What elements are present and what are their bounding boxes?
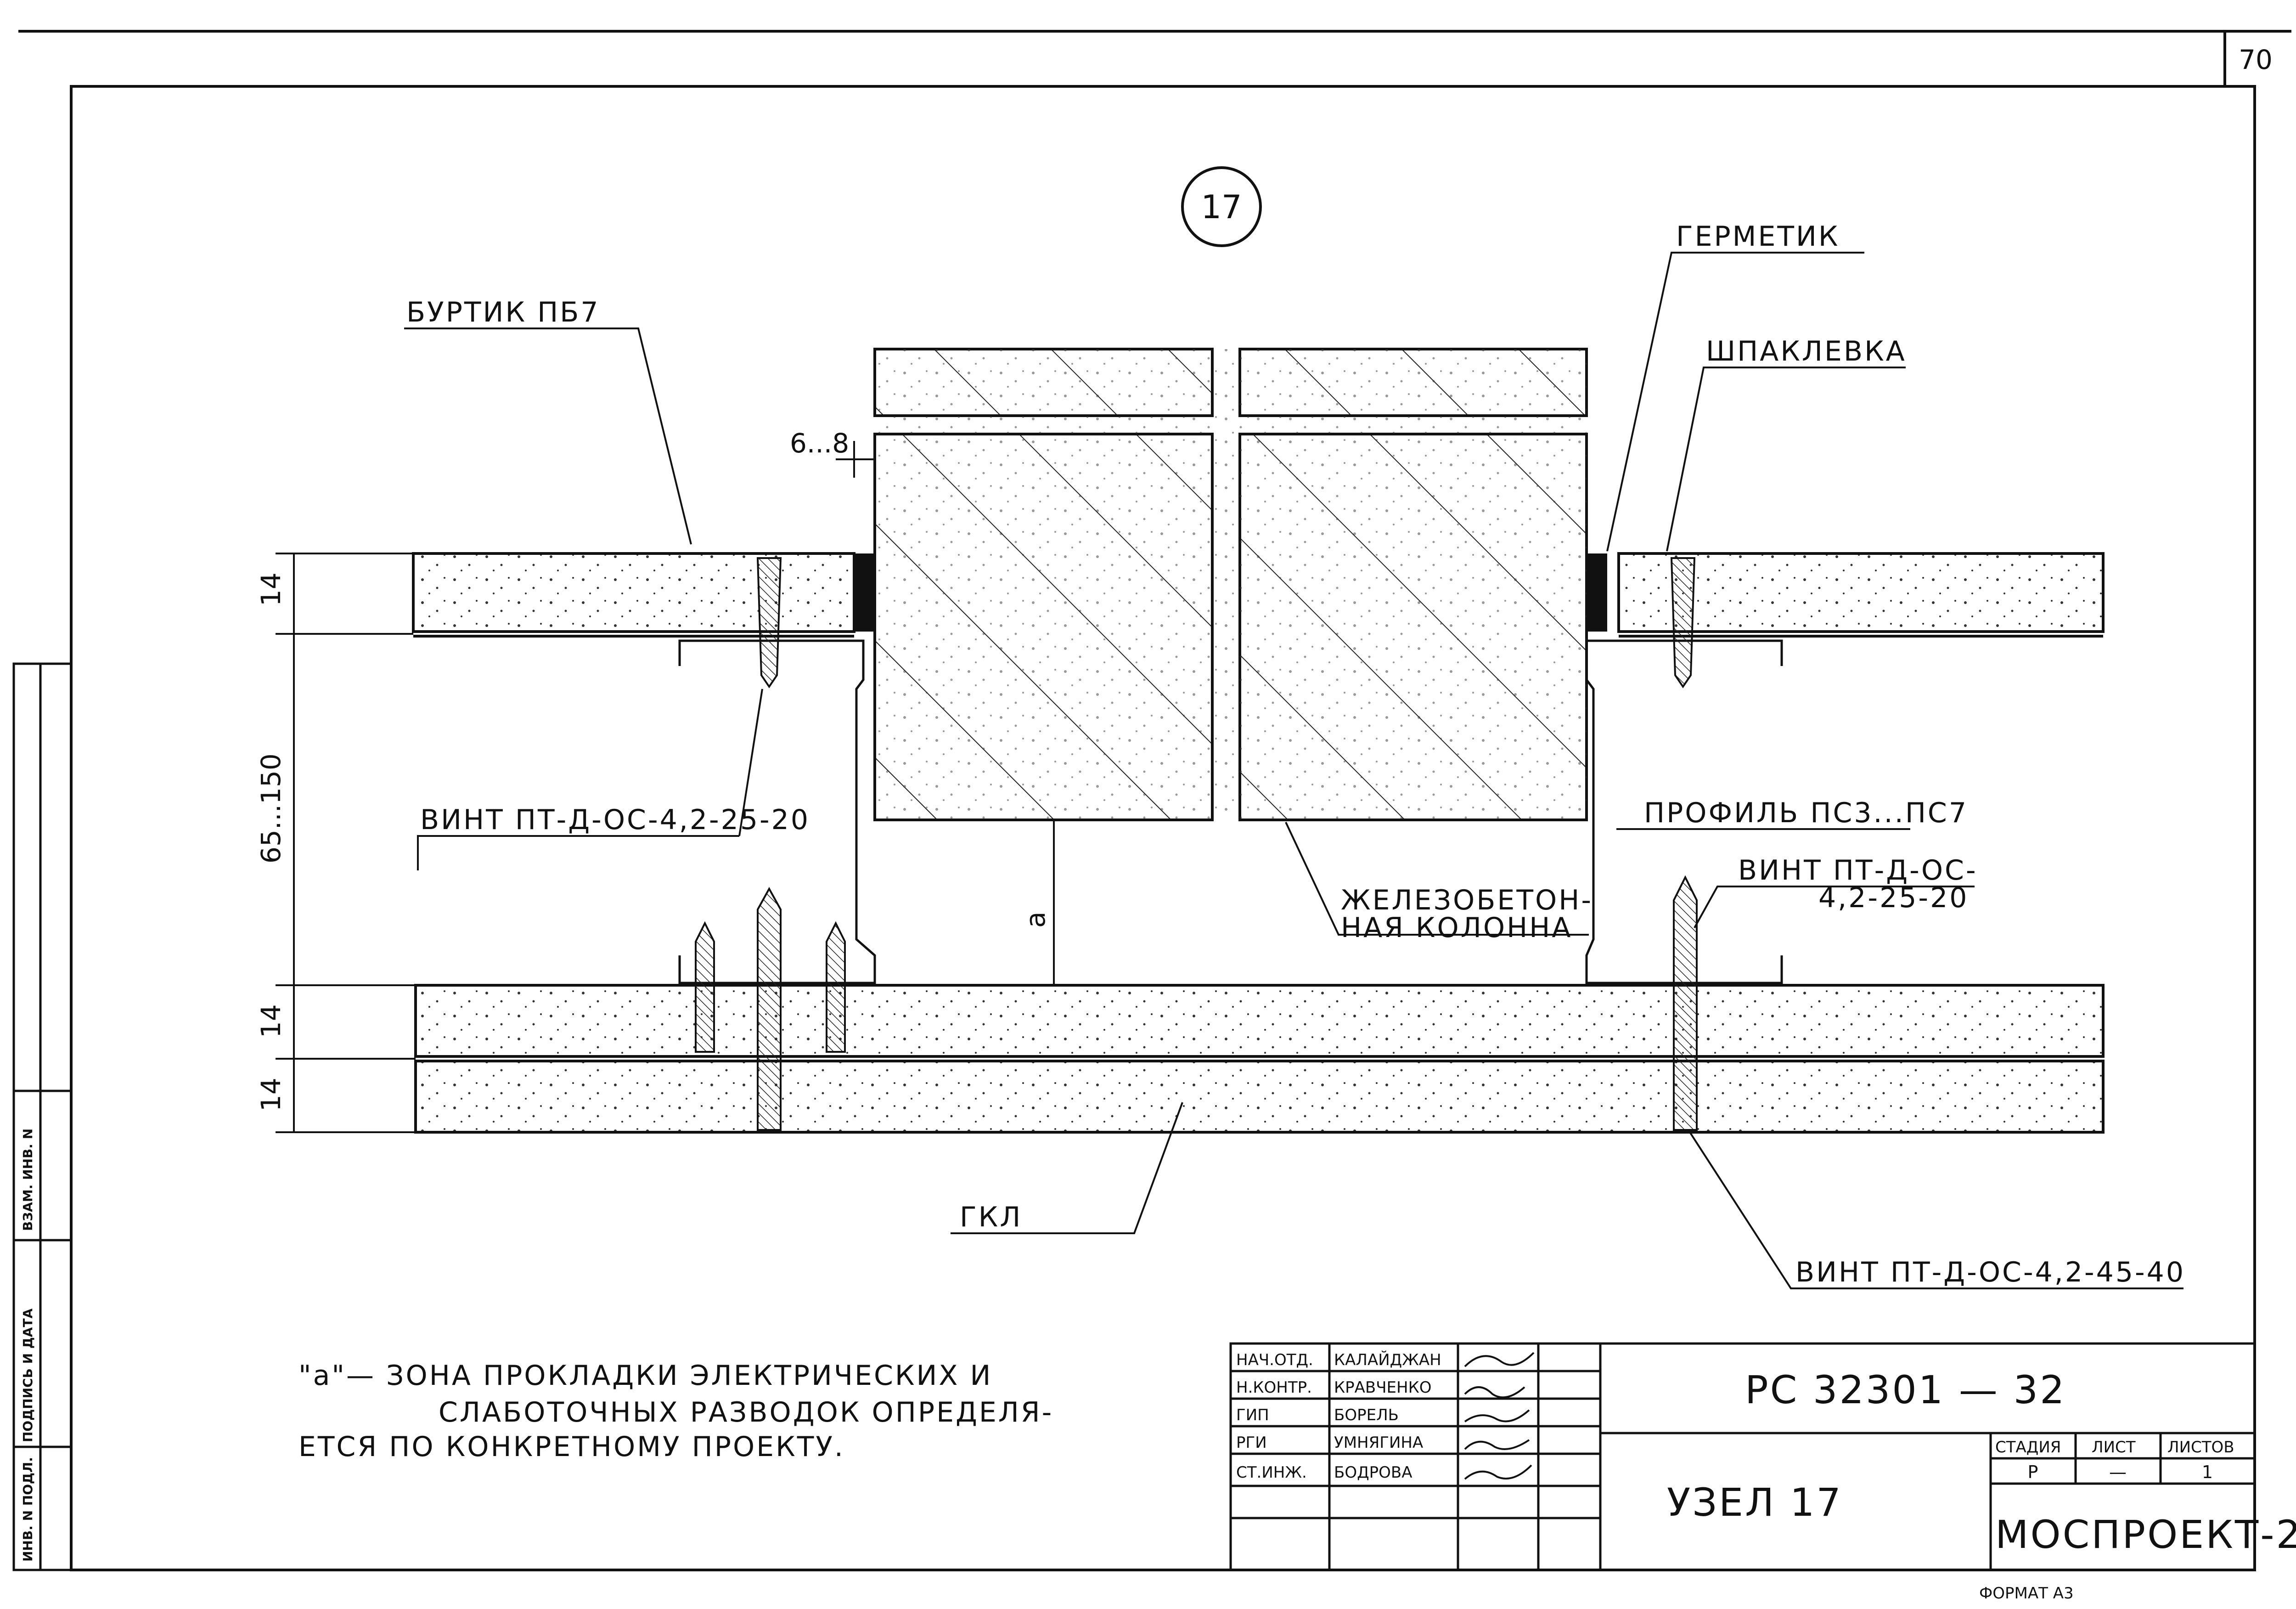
dim-board-1: 14 [255, 1004, 287, 1038]
dim-zone: а [1020, 911, 1051, 928]
dim-gap: 6...8 [790, 428, 849, 459]
leader-lines [404, 252, 2183, 1289]
signatures [1464, 1352, 1535, 1480]
page-number: 70 [2239, 44, 2273, 75]
side-stamp [12, 662, 73, 1571]
label-column-2: НАЯ КОЛОННА [1341, 912, 1572, 944]
tb-sheets: 1 [2202, 1462, 2213, 1482]
label-profil: ПРОФИЛЬ ПС3...ПС7 [1644, 797, 1968, 829]
tb-stage: Р [2028, 1462, 2038, 1482]
node-circle [1181, 166, 1262, 247]
side-stamp-inv-podl: ИНВ. N ПОДЛ. [20, 1457, 35, 1562]
note-line-3: ЕТСЯ ПО КОНКРЕТНОМУ ПРОЕКТУ. [298, 1431, 845, 1463]
label-burtik: БУРТИК ПБ7 [406, 296, 600, 328]
tb-role-0: НАЧ.ОТД. [1236, 1351, 1313, 1369]
tb-role-2: ГИП [1236, 1406, 1269, 1424]
dim-cavity: 65...150 [255, 753, 287, 864]
label-shpaklevka: ШПАКЛЕВКА [1706, 335, 1907, 367]
dim-board-2: 14 [255, 1078, 287, 1112]
concrete-aggregate [875, 349, 1587, 820]
side-stamp-vzam: ВЗАМ. ИНВ. N [20, 1129, 35, 1231]
sealant [854, 553, 1607, 632]
tb-name-0: КАЛАЙДЖАН [1334, 1350, 1441, 1369]
tb-header-sheets: ЛИСТОВ [2167, 1438, 2234, 1457]
footer-format: ФОРМАТ А3 [1979, 1584, 2074, 1603]
label-vint-left: ВИНТ ПТ-Д-ОС-4,2-25-20 [420, 804, 810, 836]
label-germetik: ГЕРМЕТИК [1676, 220, 1840, 253]
screws [695, 557, 1698, 1131]
tb-code: РС 32301 — 32 [1745, 1367, 2066, 1412]
dimension-lines [276, 441, 1055, 1133]
side-stamp-podpis: ПОДПИСЬ И ДАТА [20, 1308, 35, 1442]
tb-role-3: РГИ [1236, 1434, 1267, 1452]
tb-header-sheet: ЛИСТ [2092, 1438, 2136, 1457]
title-block-grid [1229, 1342, 2256, 1571]
bottom-plasterboard [414, 984, 2105, 1134]
dim-top-board: 14 [255, 572, 287, 606]
tb-title: УЗЕЛ 17 [1667, 1480, 1843, 1525]
node-number: 17 [1201, 188, 1242, 226]
label-vint-right-1: ВИНТ ПТ-Д-ОС- [1738, 854, 1978, 886]
tb-name-3: УМНЯГИНА [1334, 1434, 1423, 1452]
tb-sheet: — [2109, 1462, 2127, 1482]
tb-role-4: СТ.ИНЖ. [1236, 1463, 1307, 1482]
tb-header-stage: СТАДИЯ [1995, 1438, 2061, 1457]
label-vint-right-2: 4,2-25-20 [1818, 882, 1969, 914]
label-gkl: ГКЛ [960, 1201, 1022, 1233]
label-vint-bottom: ВИНТ ПТ-Д-ОС-4,2-45-40 [1795, 1256, 2185, 1288]
tb-name-2: БОРЕЛЬ [1334, 1406, 1399, 1424]
note-line-1: "а"— ЗОНА ПРОКЛАДКИ ЭЛЕКТРИЧЕСКИХ И [298, 1360, 992, 1392]
tb-role-1: Н.КОНТР. [1236, 1378, 1312, 1397]
tb-org: МОСПРОЕКТ-2 [1995, 1512, 2296, 1557]
note-line-2: СЛАБОТОЧНЫХ РАЗВОДОК ОПРЕДЕЛЯ- [439, 1396, 1053, 1428]
label-column-1: ЖЕЛЕЗОБЕТОН- [1341, 884, 1593, 916]
tb-name-1: КРАВЧЕНКО [1334, 1378, 1431, 1397]
tb-name-4: БОДРОВА [1334, 1463, 1412, 1482]
